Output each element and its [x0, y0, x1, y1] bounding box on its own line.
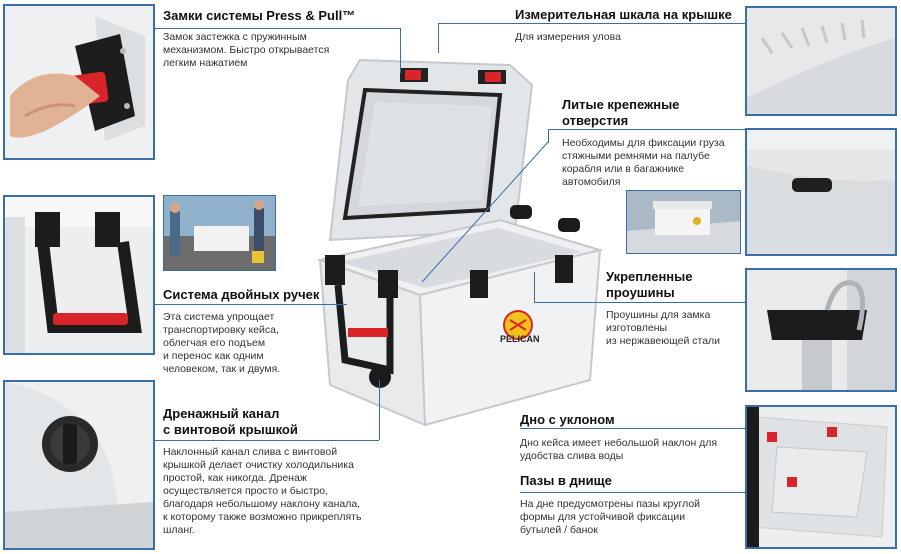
- ruler-connector: [438, 23, 745, 24]
- lugs-connector-up: [534, 272, 535, 302]
- latches-connector-drop: [400, 28, 401, 73]
- drain-photo: [3, 380, 155, 550]
- lugs-title: Укрепленные проушины: [606, 269, 693, 300]
- latch-photo: [3, 4, 155, 160]
- cooler-illustration: [316, 58, 604, 427]
- handles-title: Система двойных ручек: [163, 287, 320, 302]
- bottom-photo: [745, 405, 897, 549]
- ruler-title: Измерительная шкала на крышке: [515, 7, 732, 22]
- handles-connector: [155, 304, 347, 305]
- slope-title: Дно с уклоном: [520, 412, 615, 427]
- drain-connector-up: [379, 380, 380, 440]
- tiedown-illustration: [747, 130, 895, 254]
- drain-title: Дренажный канал с винтовой крышкой: [163, 406, 298, 437]
- tiedowns-connector-diag: [421, 141, 549, 283]
- drain-connector: [155, 440, 379, 441]
- latches-connector: [155, 28, 400, 29]
- ruler-photo: [745, 6, 897, 116]
- ruler-illustration: [747, 8, 895, 114]
- tiedowns-title: Литые крепежные отверстия: [562, 97, 680, 128]
- tiedown-photo: [745, 128, 897, 256]
- tiedowns-connector-drop: [548, 129, 549, 143]
- bottom-illustration: [747, 407, 895, 547]
- handles-desc: Эта система упрощает транспортировку кей…: [163, 311, 281, 375]
- handle-illustration: [5, 197, 153, 353]
- lugs-connector: [534, 302, 745, 303]
- people-carry-illustration: [164, 196, 275, 270]
- boat-illustration: [627, 191, 740, 253]
- latch-illustration: [5, 6, 153, 158]
- grooves-title: Пазы в днище: [520, 473, 612, 488]
- drain-desc: Наклонный канал слива с винтовой крышкой…: [163, 446, 362, 536]
- grooves-desc: На дне предусмотрены пазы круглой формы …: [520, 498, 701, 536]
- lug-illustration: [747, 270, 895, 390]
- ruler-desc: Для измерения улова: [515, 31, 621, 43]
- slope-desc: Дно кейса имеет небольшой наклон для удо…: [520, 437, 718, 462]
- tiedowns-desc: Необходимы для фиксации груза стяжными р…: [562, 137, 725, 188]
- lugs-desc: Проушины для замка изготовлены из нержав…: [606, 309, 721, 347]
- ruler-connector-drop: [438, 23, 439, 53]
- boat-photo: [626, 190, 741, 254]
- people-carry-photo: [163, 195, 276, 271]
- slope-connector: [520, 428, 745, 429]
- tiedowns-connector: [548, 129, 745, 130]
- handle-photo: [3, 195, 155, 355]
- grooves-connector: [520, 492, 745, 493]
- drain-illustration: [5, 382, 153, 548]
- latches-title: Замки системы Press & Pull™: [163, 8, 356, 23]
- latches-desc: Замок застежка с пружинным механизмом. Б…: [163, 31, 330, 69]
- lug-photo: [745, 268, 897, 392]
- brand-logo: PELICAN: [500, 334, 540, 344]
